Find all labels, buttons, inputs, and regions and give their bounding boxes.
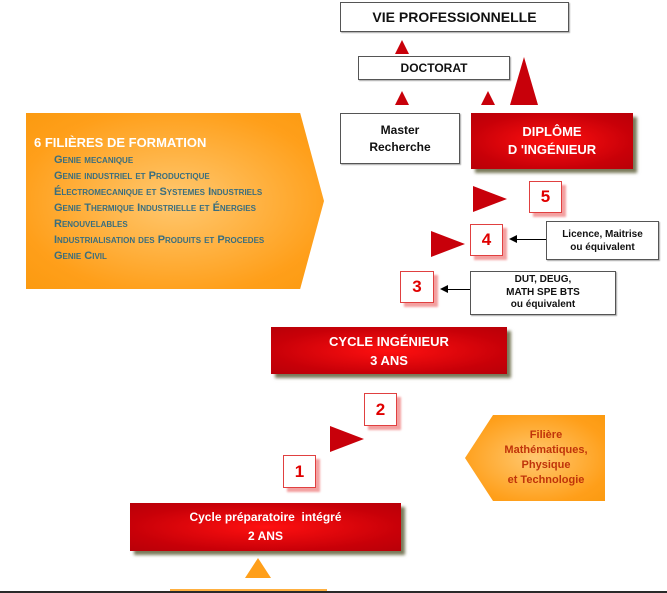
arrow-head-icon [509,235,517,243]
dut-label: DUT, DEUG, [514,274,572,286]
vie-professionnelle-box: VIE PROFESSIONNELLE [340,2,569,32]
connector-line [515,239,547,240]
arrow-head-icon [440,285,448,293]
arrow-right-icon [330,426,364,452]
cycle-preparatoire-label: Cycle préparatoire intégré [189,510,342,524]
step-1-box: 1 [283,455,316,488]
recherche-label: Recherche [369,139,431,154]
step-2-box: 2 [364,393,397,426]
ingenieur-label: D 'INGÉNIEUR [507,142,597,157]
cycle-preparatoire-duration: 2 ANS [248,529,283,543]
doctorat-box: DOCTORAT [358,56,510,80]
step-3-label: 3 [412,277,422,296]
cycle-ingenieur-box: CYCLE INGÉNIEUR 3 ANS [271,327,507,374]
dut-note-box: DUT, DEUG, MATH SPE BTS ou équivalent [470,271,616,315]
bottom-border [0,591,667,593]
master-recherche-box: Master Recherche [340,113,460,164]
cycle-ingenieur-label: CYCLE INGÉNIEUR [329,333,449,349]
vie-professionnelle-label: VIE PROFESSIONNELLE [372,9,537,25]
arrow-right-icon [473,186,507,212]
filiere-item: Industrialisation des Produits et Proced… [54,234,265,246]
filiere-item: Renouvelables [54,218,128,230]
doctorat-label: DOCTORAT [400,61,468,75]
arrow-up-icon [395,91,409,105]
diplome-label: DIPLÔME [522,124,582,139]
master-label: Master [380,122,420,137]
licence-note-box: Licence, Maitrise ou équivalent [546,221,659,260]
filiere-item: Genie Thermique Industrielle et Énergies [54,202,256,214]
step-2-label: 2 [375,399,386,419]
step-3-box: 3 [400,271,434,303]
licence-equiv-label: ou équivalent [570,241,635,253]
orange-arrow-up-icon [245,558,271,578]
diplome-ingenieur-box: DIPLÔME D 'INGÉNIEUR [471,113,633,169]
filiere-label: Filière [529,429,563,441]
technologie-label: et Technologie [507,474,585,486]
step-5-box: 5 [529,181,562,213]
filiere-item: Genie industriel et Productique [54,170,210,182]
filiere-math-panel: Filière Mathématiques, Physique et Techn… [465,415,605,501]
step-1-label: 1 [294,461,305,481]
cycle-preparatoire-box: Cycle préparatoire intégré 2 ANS [130,503,401,551]
step-4-label: 4 [481,230,492,249]
connector-line [446,289,471,290]
arrow-up-icon [395,40,409,54]
step-4-box: 4 [470,224,503,256]
formation-title: 6 FILIÈRES DE FORMATION [34,135,207,150]
math-spe-label: MATH SPE BTS [506,286,580,298]
filiere-item: Genie mecanique [54,154,134,166]
filieres-formation-panel: 6 FILIÈRES DE FORMATION Genie mecanique … [26,113,324,289]
arrow-right-icon [431,231,465,257]
step-5-label: 5 [540,187,551,206]
large-arrow-up-icon [510,57,538,105]
cycle-ingenieur-duration: 3 ANS [370,352,408,368]
filiere-item: Genie Civil [54,250,107,262]
dut-equiv-label: ou équivalent [510,299,576,311]
licence-label: Licence, Maitrise [562,228,643,240]
orange-bar [170,589,327,592]
filiere-item: Électromecanique et Systemes Industriels [54,186,263,198]
arrow-up-icon [481,91,495,105]
mathematiques-label: Mathématiques, [504,444,588,456]
physique-label: Physique [521,459,571,471]
